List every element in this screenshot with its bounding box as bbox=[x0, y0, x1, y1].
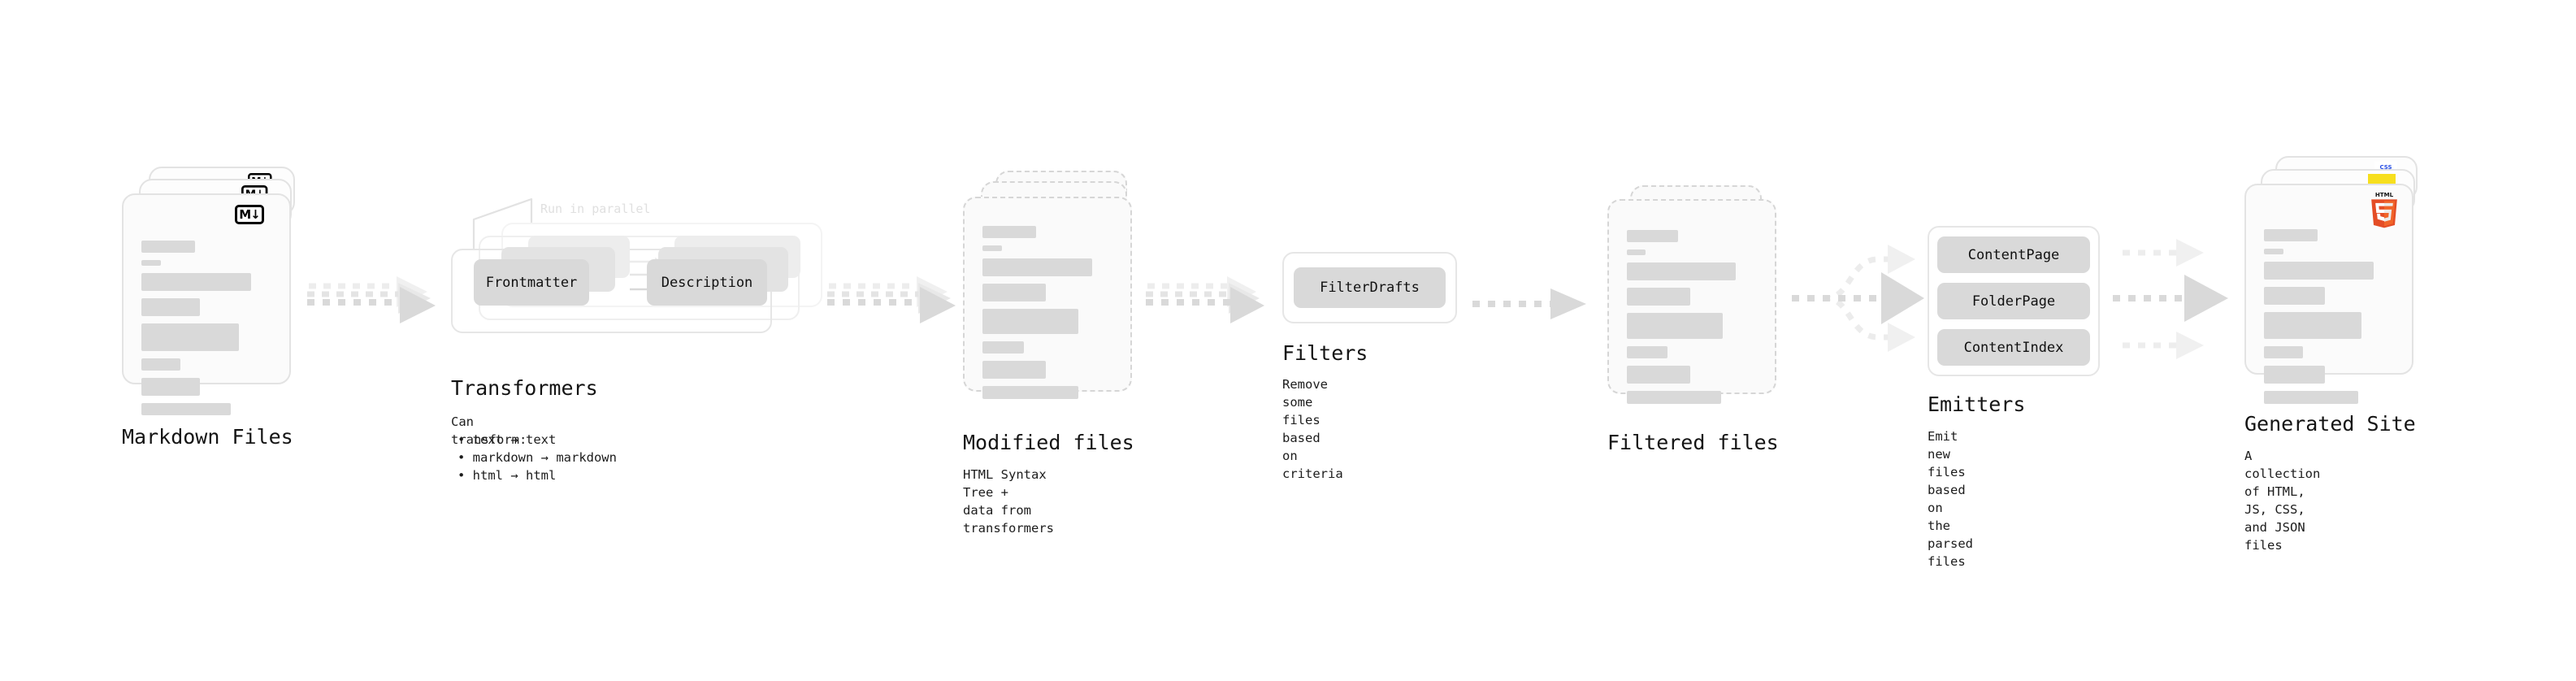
bullet-item: • html → html bbox=[451, 466, 617, 484]
bullet-label: markdown → markdown bbox=[472, 450, 617, 465]
caption-title-filters: Filters bbox=[1282, 341, 1368, 365]
caption-title-markdown-files: Markdown Files bbox=[122, 425, 293, 449]
emitters-chip-folderpage[interactable]: FolderPage bbox=[1937, 283, 2090, 319]
caption-sub-modified-files: HTML Syntax Tree + data from transformer… bbox=[963, 467, 1054, 536]
bullet-dot: • bbox=[458, 450, 473, 465]
bullet-dot: • bbox=[458, 468, 473, 483]
bullet-item: • text → text bbox=[451, 431, 617, 449]
filters-frame bbox=[1282, 252, 1457, 323]
markdown-placeholder-lines bbox=[141, 241, 271, 423]
svg-text:HTML: HTML bbox=[2375, 191, 2394, 198]
markdown-badge-front: M↓ bbox=[235, 205, 264, 224]
arrow-modified-to-filters bbox=[1146, 276, 1264, 323]
bullet-dot: • bbox=[458, 432, 473, 447]
filters-chip-filterdrafts[interactable]: FilterDrafts bbox=[1294, 267, 1446, 308]
arrow-md-to-transformers bbox=[307, 276, 436, 323]
bullet-label: html → html bbox=[472, 468, 557, 483]
emitters-frame bbox=[1928, 226, 2100, 376]
caption-title-emitters: Emitters bbox=[1928, 393, 2026, 416]
caption-bullets-transformers: • text → text • markdown → markdown • ht… bbox=[451, 431, 617, 484]
markdown-card-front: M↓ bbox=[122, 193, 291, 415]
caption-sub-filters: Remove some files based on criteria bbox=[1282, 377, 1343, 481]
filtered-placeholder-lines bbox=[1627, 230, 1757, 411]
transformer-chip-description[interactable]: Description bbox=[647, 259, 767, 306]
emitters-chip-contentpage[interactable]: ContentPage bbox=[1937, 236, 2090, 273]
site-card-front: HTML bbox=[2244, 184, 2413, 404]
caption-title-transformers: Transformers bbox=[451, 376, 598, 400]
caption-title-generated-site: Generated Site bbox=[2244, 412, 2416, 436]
caption-title-modified-files: Modified files bbox=[963, 431, 1134, 454]
arrow-transformers-to-modified bbox=[827, 276, 956, 323]
filtered-card-front bbox=[1607, 199, 1776, 404]
arrow-filtered-to-emitters bbox=[1792, 245, 1924, 352]
bullet-label: text → text bbox=[472, 432, 557, 447]
transformer-chip-frontmatter[interactable]: Frontmatter bbox=[474, 259, 589, 306]
site-placeholder-lines bbox=[2264, 229, 2394, 411]
parallel-label: Run in parallel bbox=[540, 202, 651, 216]
arrow-filters-to-filtered bbox=[1472, 288, 1586, 319]
emitters-chip-contentindex[interactable]: ContentIndex bbox=[1937, 329, 2090, 366]
caption-title-filtered-files: Filtered files bbox=[1607, 431, 1779, 454]
html5-logo-icon: HTML bbox=[2371, 191, 2397, 228]
parallel-bracket bbox=[472, 197, 533, 250]
caption-sub-generated-site: A collection of HTML, JS, CSS, and JSON … bbox=[2244, 449, 2321, 553]
modified-placeholder-lines bbox=[982, 226, 1112, 406]
caption-sub-emitters: Emit new files based on the parsed files bbox=[1928, 429, 1973, 569]
bullet-item: • markdown → markdown bbox=[451, 449, 617, 466]
arrow-emitters-to-site bbox=[2113, 239, 2228, 359]
modified-card-front bbox=[963, 197, 1132, 399]
caption-sub-transformers: Can transform: bbox=[451, 414, 527, 447]
